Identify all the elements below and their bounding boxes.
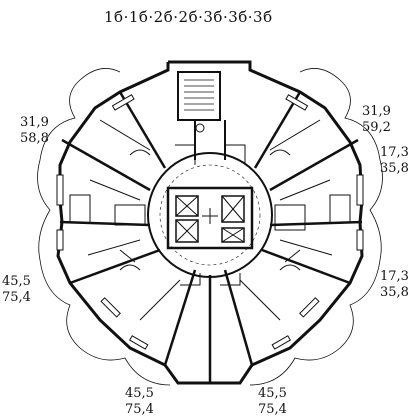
area-label-right-upper-total: 35,8	[380, 161, 409, 176]
area-label-right-lower-total: 35,8	[380, 285, 409, 300]
area-label-upper-left-living: 31,9	[20, 115, 49, 130]
radial-walls	[59, 91, 363, 383]
area-label-right-upper-living: 17,3	[380, 145, 409, 160]
area-label-bottom-left-total: 75,4	[125, 402, 154, 417]
stair-hall	[177, 71, 226, 160]
area-label-right-lower-living: 17,3	[380, 269, 409, 284]
area-label-left-lower-total: 75,4	[2, 290, 31, 305]
area-label-bottom-right-living: 45,5	[258, 386, 287, 401]
area-label-upper-right-total: 59,2	[362, 120, 391, 135]
central-hall	[147, 152, 273, 278]
area-label-upper-right-living: 31,9	[362, 104, 391, 119]
building-outline	[56, 60, 364, 385]
apartment-mix-title: 1б·1б·2б·2б·3б·3б·3б	[104, 8, 273, 26]
area-label-bottom-left-living: 45,5	[125, 386, 154, 401]
site-outline	[37, 68, 383, 386]
area-label-bottom-right-total: 75,4	[258, 402, 287, 417]
area-label-upper-left-total: 58,8	[20, 131, 49, 146]
area-labels: 31,9 58,8 31,9 59,2 17,3 35,8 17,3 35,8 …	[2, 104, 409, 417]
area-label-left-lower-living: 45,5	[2, 274, 31, 289]
windows	[56, 94, 364, 350]
elevator-core	[166, 186, 254, 250]
